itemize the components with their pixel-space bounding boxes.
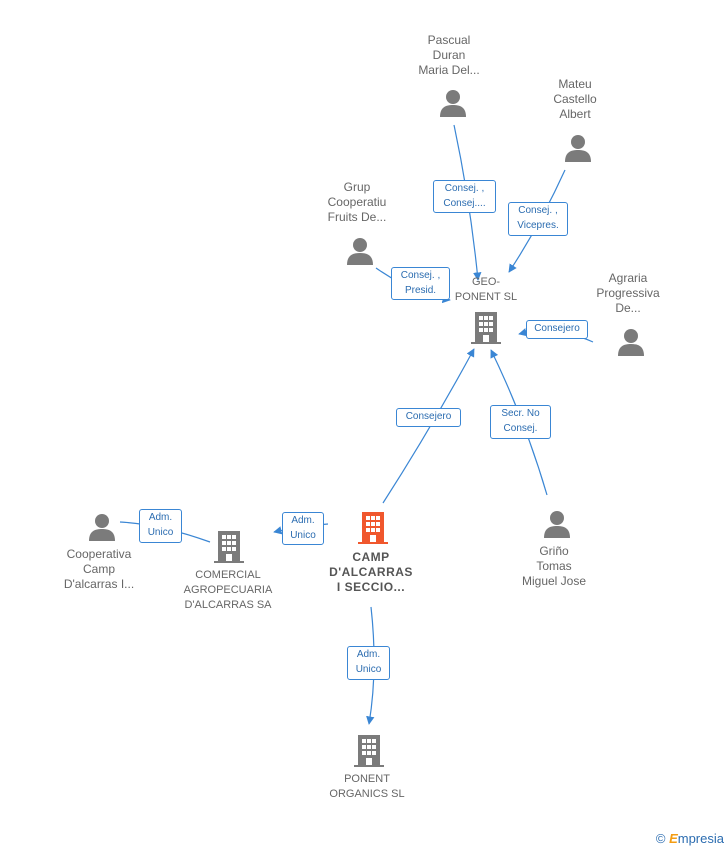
edge-label-camp-geo[interactable]: Consejero xyxy=(396,408,461,427)
edge-label-cooperativa-comercial[interactable]: Adm. Unico xyxy=(139,509,182,543)
person-icon-agraria[interactable] xyxy=(618,329,644,356)
person-label-grup[interactable]: Grup Cooperatiu Fruits De... xyxy=(327,180,387,224)
person-label-pascual[interactable]: Pascual Duran Maria Del... xyxy=(418,33,480,77)
edge-label-mateu-geo[interactable]: Consej. , Vicepres. xyxy=(508,202,568,236)
edge-label-camp-comercial[interactable]: Adm. Unico xyxy=(282,512,324,545)
copyright-symbol: © xyxy=(655,831,666,846)
person-label-grino[interactable]: Griño Tomas Miguel Jose xyxy=(521,544,587,588)
company-label-comercial[interactable]: COMERCIAL AGROPECUARIA D'ALCARRAS SA xyxy=(183,569,273,611)
person-label-cooperativa[interactable]: Cooperativa Camp D'alcarras I... xyxy=(63,547,135,591)
company-label-ponent[interactable]: PONENT ORGANICS SL xyxy=(329,773,405,800)
person-label-agraria[interactable]: Agraria Progressiva De... xyxy=(596,271,660,315)
edge-label-agraria-geo[interactable]: Consejero xyxy=(526,320,588,339)
building-icon-ponent[interactable] xyxy=(354,735,384,767)
company-label-camp[interactable]: CAMP D'ALCARRAS I SECCIO... xyxy=(329,550,413,594)
edge-label-camp-ponent[interactable]: Adm. Unico xyxy=(347,646,390,680)
building-icon-comercial[interactable] xyxy=(214,531,244,563)
person-icon-mateu[interactable] xyxy=(565,135,591,162)
company-label-geo[interactable]: GEO- PONENT SL xyxy=(454,276,518,303)
building-icon-camp[interactable] xyxy=(358,512,388,544)
brand-logo[interactable]: © Empresia xyxy=(656,831,724,846)
edge-label-grino-geo[interactable]: Secr. No Consej. xyxy=(490,405,551,439)
building-icon-geo[interactable] xyxy=(471,312,501,344)
edge-label-pascual-geo[interactable]: Consej. , Consej.... xyxy=(433,180,496,213)
edge-label-grup-geo[interactable]: Consej. , Presid. xyxy=(391,267,450,300)
brand-initial: E xyxy=(669,831,678,846)
person-icon-cooperativa[interactable] xyxy=(89,514,115,541)
brand-name: mpresia xyxy=(677,831,724,846)
person-icon-grino[interactable] xyxy=(544,511,570,538)
person-icon-pascual[interactable] xyxy=(440,90,466,117)
person-label-mateu[interactable]: Mateu Castello Albert xyxy=(553,77,597,121)
person-icon-grup[interactable] xyxy=(347,238,373,265)
edge-camp-geo xyxy=(382,348,475,504)
